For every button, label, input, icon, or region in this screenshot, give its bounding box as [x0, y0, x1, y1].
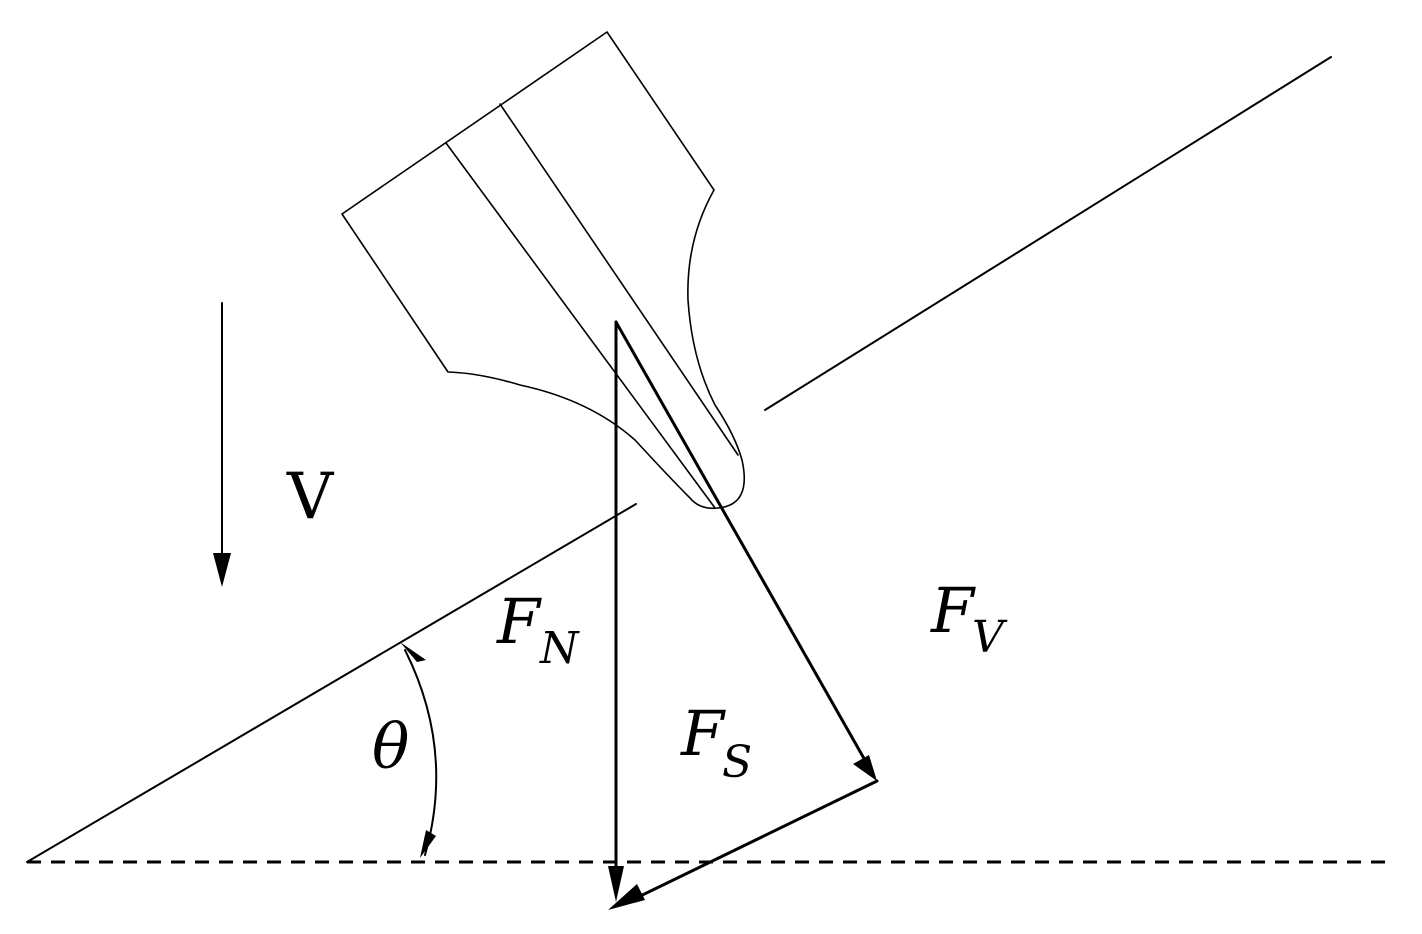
angle-indicator [400, 642, 438, 858]
angle-arrowhead-bottom [420, 830, 436, 858]
shear-plane-line [26, 503, 637, 863]
normal-force-label: F N [496, 585, 580, 674]
velocity-label: V [286, 460, 335, 534]
velocity-arrowhead [213, 553, 231, 587]
normal-force-label-main: F [496, 585, 542, 658]
velocity-arrow [213, 302, 231, 587]
tool-body-outline [341, 31, 746, 510]
workpiece-surface-upper [764, 56, 1332, 411]
tool-inner-line-right [499, 103, 739, 456]
shear-force-label-sub: S [722, 737, 752, 788]
normal-force-arrowhead [608, 866, 624, 902]
shear-force-arrowhead [853, 755, 877, 781]
angle-label: θ [372, 710, 409, 783]
angle-arc [404, 649, 438, 856]
shear-force-label: F S [680, 697, 752, 788]
shear-force-vector [614, 320, 868, 764]
vertical-force-label-sub: V [972, 612, 1008, 663]
cutting-tool [341, 31, 746, 510]
force-triangle [608, 320, 879, 910]
angle-arrowhead-top [400, 642, 426, 662]
tool-inner-line-left [445, 142, 716, 509]
vertical-force-label: F V [930, 574, 1008, 663]
vertical-force-label-main: F [930, 574, 976, 647]
resultant-force-vector [626, 779, 879, 904]
shear-force-label-main: F [680, 697, 726, 770]
normal-force-label-sub: N [539, 623, 580, 674]
resultant-force-arrowhead [608, 884, 645, 910]
